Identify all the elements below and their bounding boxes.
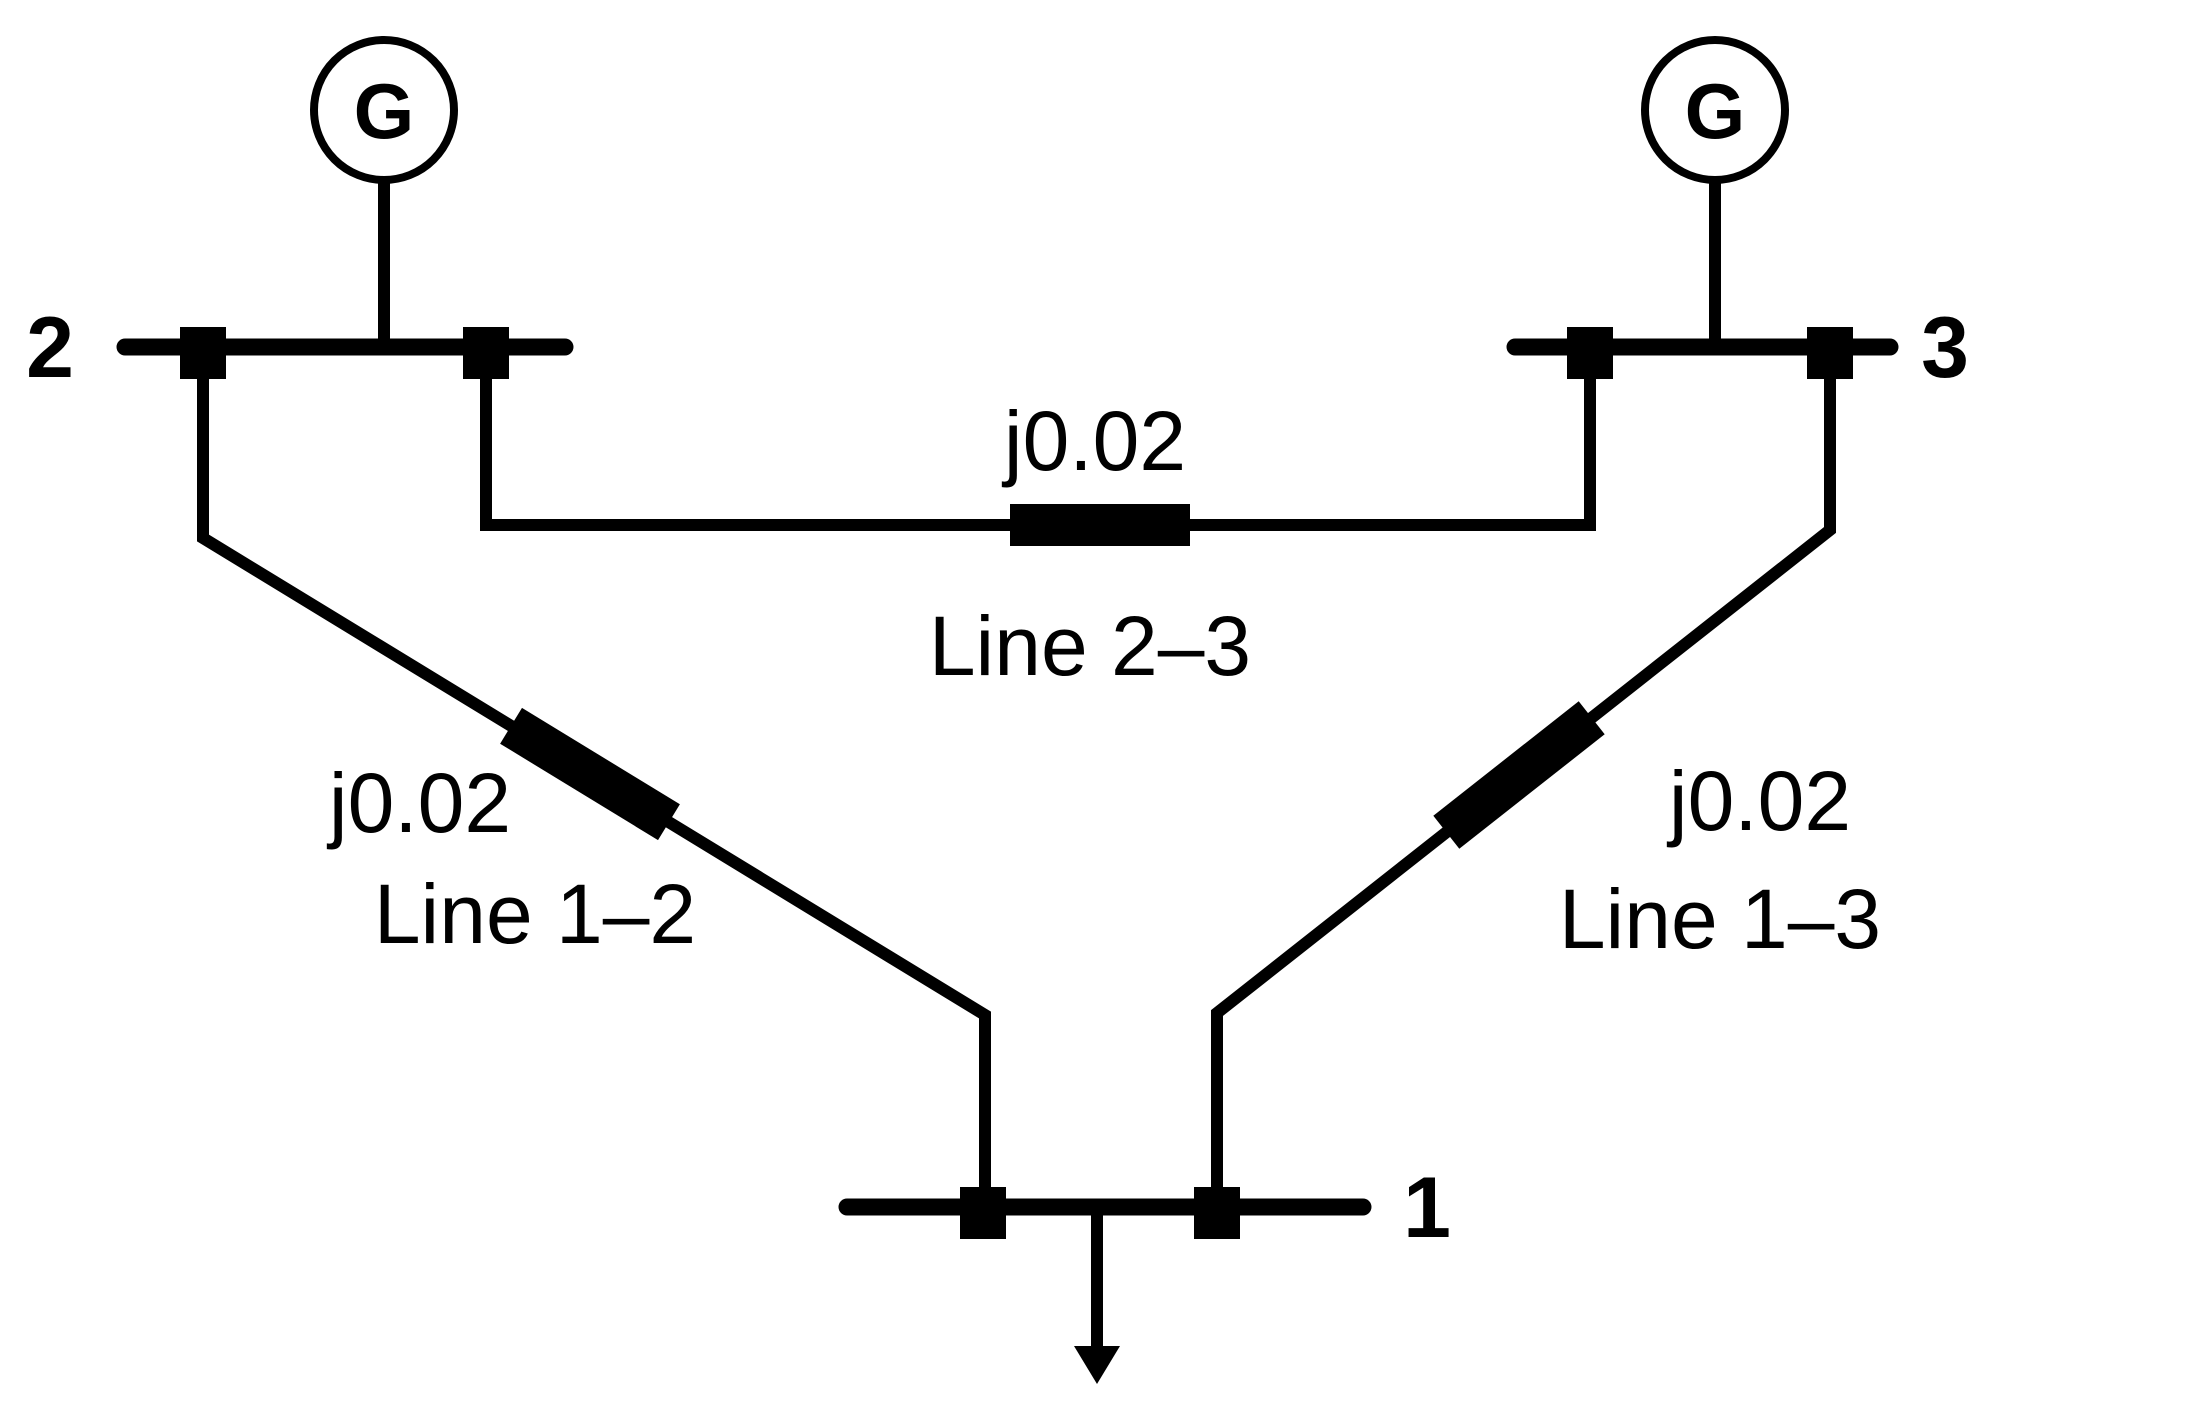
bus-1-label: 1 [1403,1160,1451,1256]
bus-2-group: 2 [26,300,574,396]
line-1-2-group: j0.02 Line 1–2 [197,353,991,1207]
load-group [1074,1207,1120,1384]
line-1-3-name-label: Line 1–3 [1559,872,1881,966]
line-1-2-impedance-box [500,707,680,841]
line-1-2-name-label: Line 1–2 [374,867,696,961]
bus-3-tap-line-1-3 [1807,327,1853,379]
bus-2-tap-line-1-2 [180,327,226,379]
bus-2-tap-line-2-3 [463,327,509,379]
line-2-3-name-label: Line 2–3 [929,599,1251,693]
generator-2-icon [310,36,458,184]
generator-3-group: G [1641,36,1789,347]
generator-3-icon [1641,36,1789,184]
bus-3-label: 3 [1921,300,1969,396]
line-1-3-group: j0.02 Line 1–3 [1211,353,1881,1207]
line-2-3-impedance-box [1010,504,1190,546]
line-1-2-impedance-label: j0.02 [326,756,511,850]
line-1-3-impedance-box [1433,701,1605,849]
load-arrow-icon [1074,1346,1120,1384]
bus-2-label: 2 [26,300,74,396]
bus-1-tap-line-1-2 [960,1187,1006,1239]
generator-2-group: G [310,36,458,347]
line-2-3-impedance-label: j0.02 [1001,394,1186,488]
bus-3-group: 3 [1506,300,1969,396]
generator-3-label: G [1685,67,1746,155]
line-1-3-impedance-label: j0.02 [1666,754,1851,848]
line-2-3-group: j0.02 Line 2–3 [480,353,1596,693]
bus-1-group: 1 [838,1160,1451,1256]
bus-1-tap-line-1-3 [1194,1187,1240,1239]
bus-3-tap-line-2-3 [1567,327,1613,379]
generator-2-label: G [354,67,415,155]
